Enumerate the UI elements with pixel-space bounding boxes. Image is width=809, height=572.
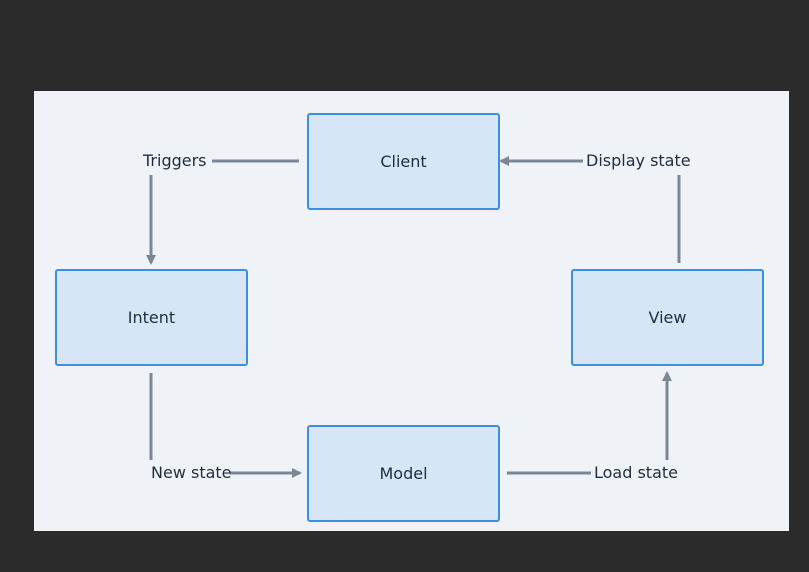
node-intent: Intent	[55, 269, 248, 366]
node-view: View	[571, 269, 764, 366]
node-client: Client	[307, 113, 500, 210]
edge-label-new-state: New state	[151, 463, 232, 482]
edge-label-load-state: Load state	[594, 463, 678, 482]
edge-label-display-state: Display state	[586, 151, 691, 170]
node-model: Model	[307, 425, 500, 522]
edge-label-triggers: Triggers	[143, 151, 207, 170]
